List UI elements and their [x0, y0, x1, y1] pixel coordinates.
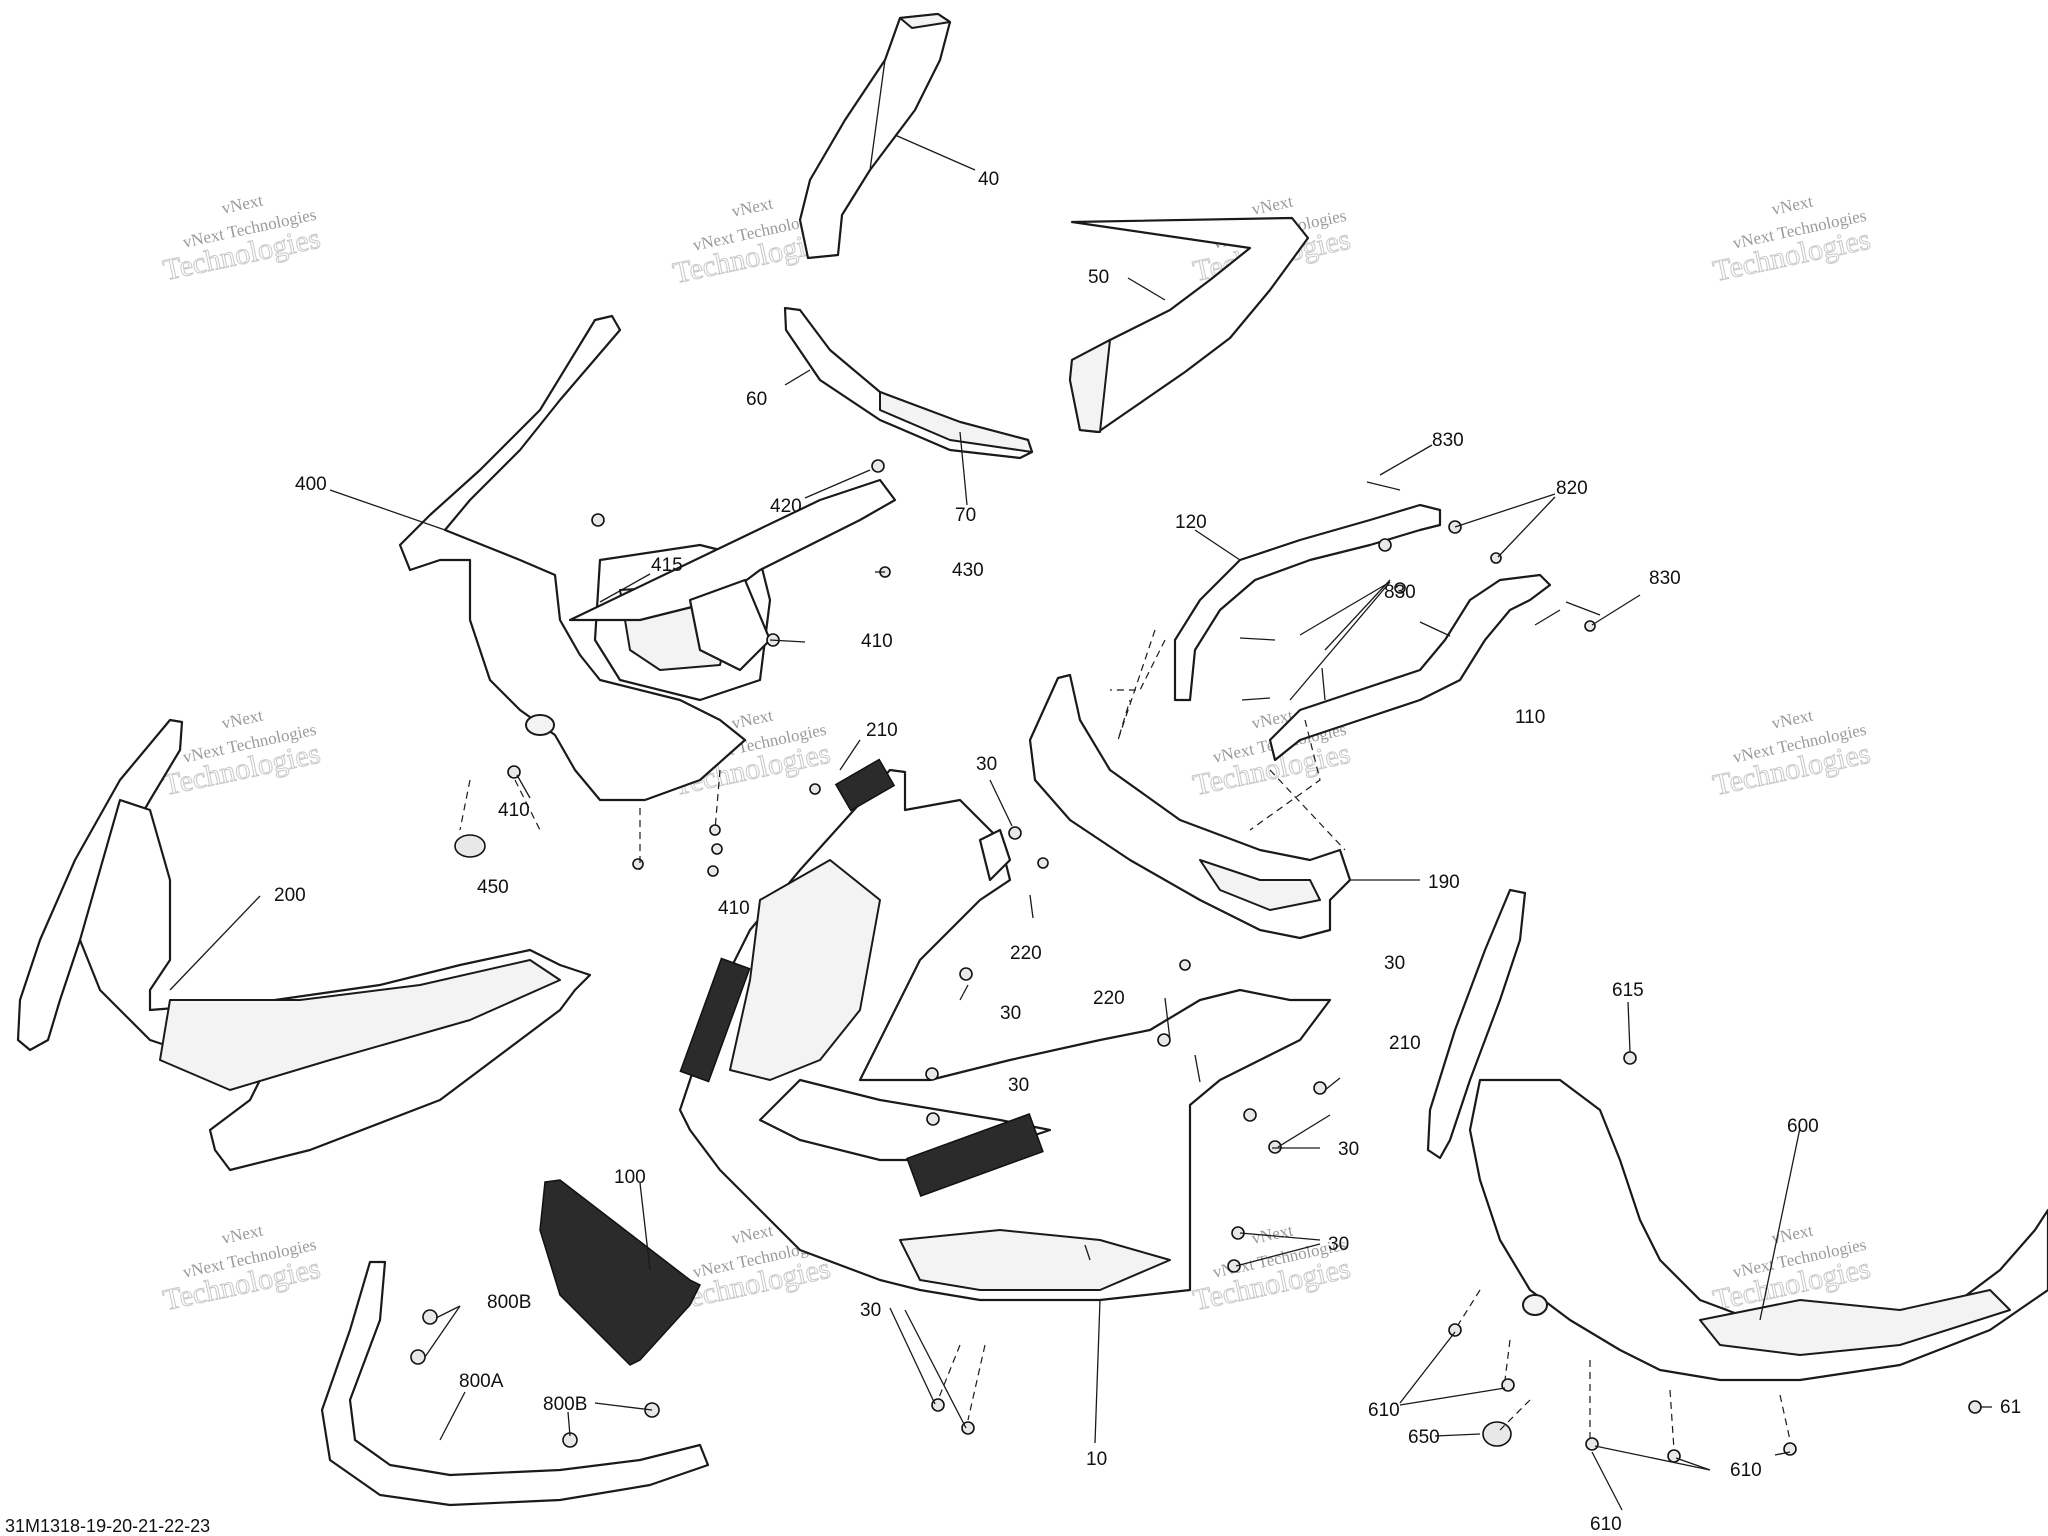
callout-190: 190 — [1428, 872, 1460, 893]
callout-100: 100 — [614, 1167, 646, 1188]
watermark: vNext vNext Technologies Technologies — [160, 191, 324, 288]
watermark-line1: vNext — [1770, 192, 1815, 219]
callout-220-b: 220 — [1093, 988, 1125, 1009]
part-100-grille — [539, 1179, 702, 1366]
callout-120: 120 — [1175, 512, 1207, 533]
callout-610-b: 61 — [2000, 1397, 2021, 1418]
callout-30-g: 30 — [860, 1300, 881, 1321]
part-200-left-fairing — [16, 718, 592, 1172]
watermark: vNext vNext Technologies Technologies — [160, 1221, 324, 1318]
callout-220-a: 220 — [1010, 943, 1042, 964]
callout-410-top: 410 — [861, 631, 893, 652]
part-190-lower-bracket — [1028, 673, 1352, 940]
callout-800A: 800A — [459, 1371, 504, 1392]
callout-415: 415 — [651, 555, 683, 576]
watermark-line1: vNext — [1250, 192, 1295, 219]
callout-30-d: 30 — [1384, 953, 1405, 974]
part-10-main-body — [678, 758, 1332, 1302]
callout-800B-a: 800B — [487, 1292, 531, 1313]
callout-410-bottom: 410 — [718, 898, 750, 919]
watermark-line1: vNext — [730, 1221, 775, 1248]
callout-650: 650 — [1408, 1427, 1440, 1448]
callout-610-d: 610 — [1730, 1460, 1762, 1481]
callout-30-f: 30 — [1328, 1234, 1349, 1255]
callout-10: 10 — [1086, 1449, 1107, 1470]
callout-610-a: 610 — [1368, 1400, 1400, 1421]
callout-600: 600 — [1787, 1116, 1819, 1137]
part-800A-bumper — [320, 1260, 710, 1507]
callout-450: 450 — [477, 877, 509, 898]
callout-30-a: 30 — [976, 754, 997, 775]
part-40-upper-panel — [798, 12, 952, 260]
callout-615: 615 — [1612, 980, 1644, 1001]
part-110-tube-bracket — [1268, 573, 1552, 762]
diagram-code: 31M1318-19-20-21-22-23 — [5, 1516, 210, 1536]
callout-400: 400 — [295, 474, 327, 495]
callout-830-b: 830 — [1384, 582, 1416, 603]
callout-30-e: 30 — [1338, 1139, 1359, 1160]
watermark: vNext vNext Technologies Technologies — [1710, 192, 1874, 289]
part-50-side-panel — [1068, 216, 1310, 434]
callout-110: 110 — [1515, 707, 1545, 728]
callout-200: 200 — [274, 885, 306, 906]
watermark-line1: vNext — [220, 706, 265, 733]
watermark-line1: vNext — [1770, 706, 1815, 733]
callout-70: 70 — [955, 505, 976, 526]
callout-labels: 40 50 60 70 400 420 430 415 410 410 410 … — [274, 169, 2021, 1535]
callout-830-a: 830 — [1432, 430, 1464, 451]
part-600-right-panel — [1426, 888, 2048, 1382]
callout-210-right: 210 — [1389, 1033, 1421, 1054]
callout-50: 50 — [1088, 267, 1109, 288]
callout-420: 420 — [770, 496, 802, 517]
callout-210-top: 210 — [866, 720, 898, 741]
part-120-tube-bracket — [1173, 503, 1442, 702]
watermark: vNext vNext Technologies Technologies — [1190, 1221, 1354, 1318]
callout-830-c: 830 — [1649, 568, 1681, 589]
watermark-line1: vNext — [730, 706, 775, 733]
callout-30-b: 30 — [1000, 1003, 1021, 1024]
watermark-line1: vNext — [220, 191, 265, 218]
callout-610-c: 610 — [1590, 1514, 1622, 1535]
callout-410-left: 410 — [498, 800, 530, 821]
fasteners — [410, 459, 1982, 1463]
leader-lines — [169, 134, 1992, 1511]
callout-60: 60 — [746, 389, 767, 410]
assembly-guide-lines — [459, 629, 1791, 1451]
callout-800B-b: 800B — [543, 1394, 587, 1415]
part-60-trim-strip — [783, 306, 1034, 460]
callout-40: 40 — [978, 169, 999, 190]
watermark-line1: vNext — [1770, 1221, 1815, 1248]
callout-30-c: 30 — [1008, 1075, 1029, 1096]
part-400-cowl — [398, 314, 897, 802]
watermark: vNext vNext Technologies Technologies — [1710, 1221, 1874, 1318]
watermark: vNext vNext Technologies Technologies — [1710, 706, 1874, 803]
callout-430: 430 — [952, 560, 984, 581]
watermark-line1: vNext — [730, 194, 775, 221]
watermark-line1: vNext — [220, 1221, 265, 1248]
callout-820: 820 — [1556, 478, 1588, 499]
